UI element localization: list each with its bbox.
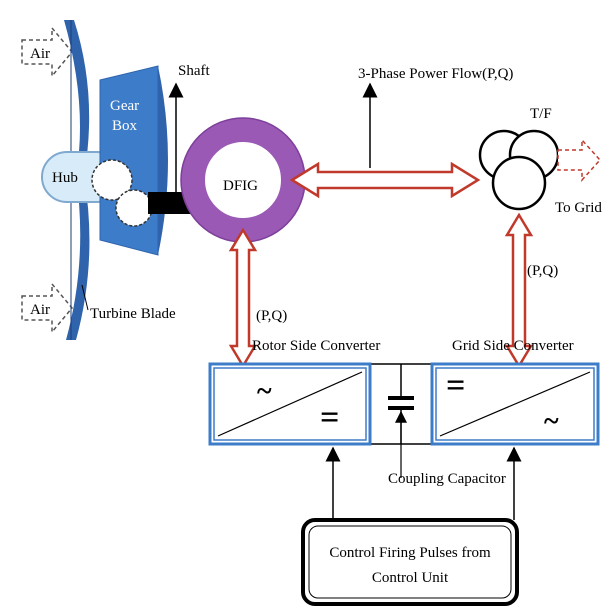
rotor-dc-symbol: = [320, 399, 339, 436]
rotor-side-converter: Rotor Side Converter ~ = [208, 338, 380, 446]
pq-left-label: (P,Q) [256, 308, 287, 324]
dfig-generator: DFIG [180, 117, 306, 243]
to-grid-label: To Grid [555, 200, 602, 216]
turbine-blade-label: Turbine Blade [90, 306, 176, 322]
air-label-bottom: Air [30, 302, 50, 318]
grid-ac-symbol: ~ [544, 406, 559, 437]
to-grid-arrow: To Grid [555, 138, 602, 216]
power-flow-arrow: 3-Phase Power Flow(P,Q) [289, 66, 513, 199]
grid-side-converter: Grid Side Converter = ~ [430, 338, 600, 446]
control-unit-box: Control Firing Pulses from Control Unit [301, 518, 519, 606]
control-unit-label-line2: Control Unit [372, 570, 449, 586]
transformer-label: T/F [530, 106, 552, 122]
gear-box-label-line2: Box [112, 118, 138, 134]
transformer: T/F [478, 106, 560, 211]
shaft-label: Shaft [178, 63, 210, 79]
coupling-capacitor: Coupling Capacitor [388, 364, 506, 487]
rotor-side-converter-label: Rotor Side Converter [252, 338, 380, 354]
control-unit-label-line1: Control Firing Pulses from [329, 545, 491, 561]
power-flow-label: 3-Phase Power Flow(P,Q) [358, 66, 513, 82]
air-arrow-bottom: Air [21, 281, 73, 335]
turbine-blade-annotation: Turbine Blade [81, 284, 176, 322]
coupling-capacitor-label: Coupling Capacitor [388, 471, 506, 487]
grid-side-converter-label: Grid Side Converter [452, 338, 574, 354]
gear-small [115, 189, 153, 227]
air-label-top: Air [30, 46, 50, 62]
air-arrow-top: Air [21, 25, 73, 79]
control-signals [325, 446, 522, 520]
gear-box-label-line1: Gear [110, 98, 139, 114]
hub-label: Hub [52, 170, 78, 186]
rotor-ac-symbol: ~ [257, 376, 272, 407]
gear-large [91, 159, 133, 201]
grid-dc-symbol: = [446, 367, 465, 404]
dfig-label: DFIG [223, 178, 258, 194]
pq-right-label: (P,Q) [527, 263, 558, 279]
